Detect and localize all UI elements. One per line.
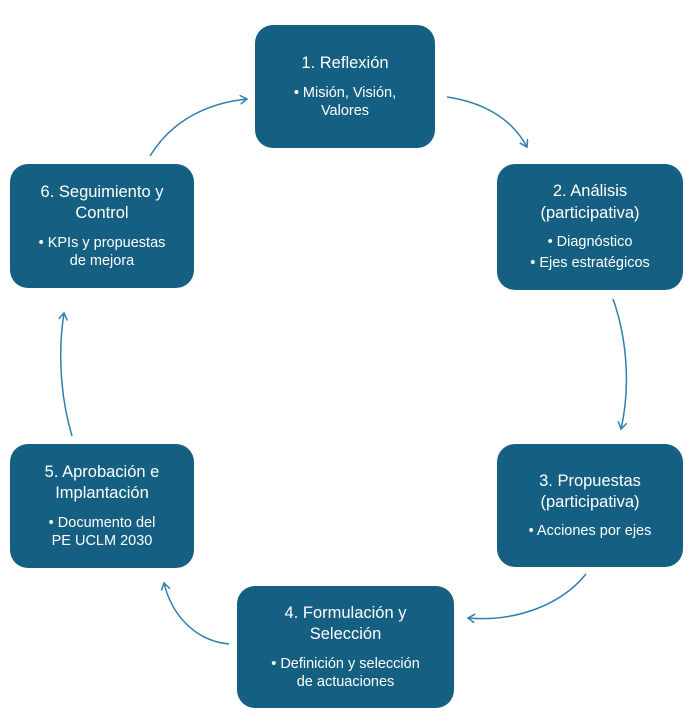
arrow-step6-to-step1-icon — [149, 99, 247, 157]
step-title: 6. Seguimiento y Control — [40, 182, 164, 223]
arrow-step4-to-step5-icon — [164, 583, 230, 645]
step-4-formulacion-box: 4. Formulación y Selección • Definición … — [237, 586, 454, 708]
step-title: 1. Reflexión — [301, 54, 389, 73]
step-title: 3. Propuestas (participativa) — [539, 471, 641, 511]
bullet-item: • Misión, Visión, Valores — [293, 84, 397, 119]
step-title: 2. Análisis (participativa) — [540, 182, 640, 222]
arrow-step5-to-step6-icon — [61, 313, 73, 437]
bullet-item: • Acciones por ejes — [528, 523, 652, 540]
step-bullets: • Diagnóstico • Ejes estratégicos — [530, 233, 650, 272]
step-title: 5. Aprobación e Implantación — [44, 462, 160, 503]
step-3-propuestas-box: 3. Propuestas (participativa) • Acciones… — [497, 444, 683, 567]
step-title: 4. Formulación y Selección — [284, 603, 407, 644]
step-2-analisis-box: 2. Análisis (participativa) • Diagnóstic… — [497, 164, 683, 290]
bullet-item: • Ejes estratégicos — [530, 255, 650, 272]
step-1-reflexion-box: 1. Reflexión • Misión, Visión, Valores — [255, 25, 435, 148]
step-bullets: • KPIs y propuestas de mejora — [39, 234, 166, 270]
step-5-aprobacion-box: 5. Aprobación e Implantación • Documento… — [10, 444, 194, 568]
bullet-item: • Diagnóstico — [547, 234, 633, 251]
arrow-step3-to-step4-icon — [468, 573, 587, 619]
step-bullets: • Definición y selección de actuaciones — [271, 655, 420, 691]
step-6-seguimiento-box: 6. Seguimiento y Control • KPIs y propue… — [10, 164, 194, 288]
bullet-item: • Documento del PE UCLM 2030 — [48, 514, 156, 549]
step-bullets: • Acciones por ejes — [529, 522, 652, 540]
step-bullets: • Misión, Visión, Valores — [294, 84, 396, 120]
bullet-item: • Definición y selección de actuaciones — [271, 655, 420, 690]
arrow-step1-to-step2-icon — [446, 96, 527, 147]
bullet-item: • KPIs y propuestas de mejora — [38, 234, 166, 269]
arrow-step2-to-step3-icon — [612, 298, 628, 429]
step-bullets: • Documento del PE UCLM 2030 — [49, 514, 156, 550]
